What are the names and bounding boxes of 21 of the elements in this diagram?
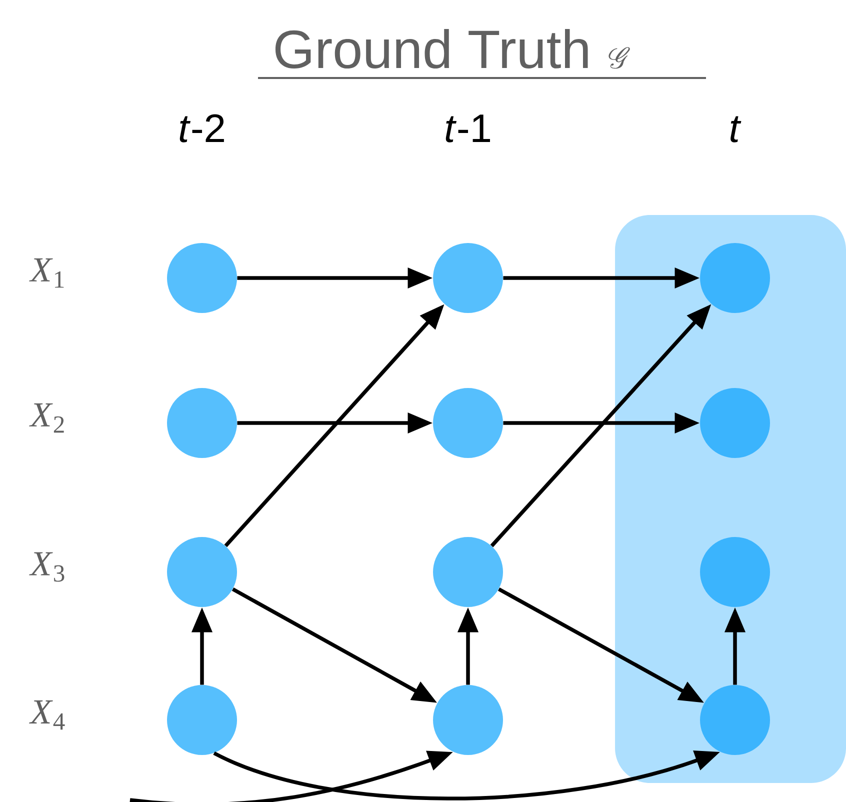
variable-circle (167, 685, 237, 755)
variable-circle (167, 388, 237, 458)
variable-label: X$_{1}$ (29, 258, 64, 288)
variable-circle (167, 243, 237, 313)
variable-circle (167, 537, 237, 607)
variable-label: X$_{3}$ (29, 552, 64, 582)
title-symbol: $\mathscr{G}$ (608, 47, 630, 69)
variable-circle (700, 537, 770, 607)
time-label: t-1 (446, 114, 490, 142)
variable-circle (700, 388, 770, 458)
variable-circle (433, 685, 503, 755)
variable-circle (700, 243, 770, 313)
variable-circle (433, 537, 503, 607)
time-label: t (730, 116, 742, 142)
variable-circle (700, 685, 770, 755)
variable-circle (433, 388, 503, 458)
variable-circle (433, 243, 503, 313)
variable-label: X$_{4}$ (29, 700, 65, 730)
time-label: t-2 (180, 114, 224, 142)
title: Ground Truth (275, 28, 588, 69)
variable-label: X$_{2}$ (29, 403, 64, 433)
